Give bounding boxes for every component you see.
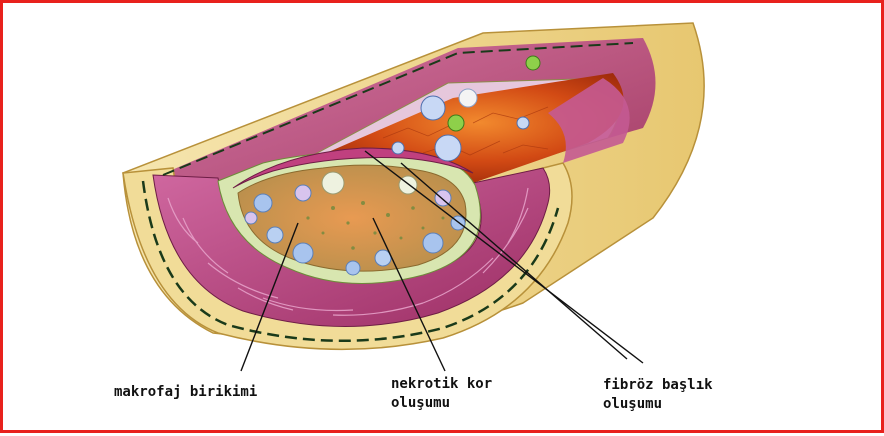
label-fibrous-cap: fibröz başlık oluşumu (603, 376, 713, 414)
label-necrotic-core-line1: nekrotik kor (391, 375, 492, 394)
label-fibrous-cap-line1: fibröz başlık (603, 376, 713, 395)
label-macrophage-accumulation: makrofaj birikimi (114, 383, 257, 402)
artery-cross-section-illustration (3, 3, 884, 436)
label-fibrous-cap-line2: oluşumu (603, 395, 713, 414)
label-necrotic-core-line2: oluşumu (391, 394, 492, 413)
label-necrotic-core: nekrotik kor oluşumu (391, 375, 492, 413)
